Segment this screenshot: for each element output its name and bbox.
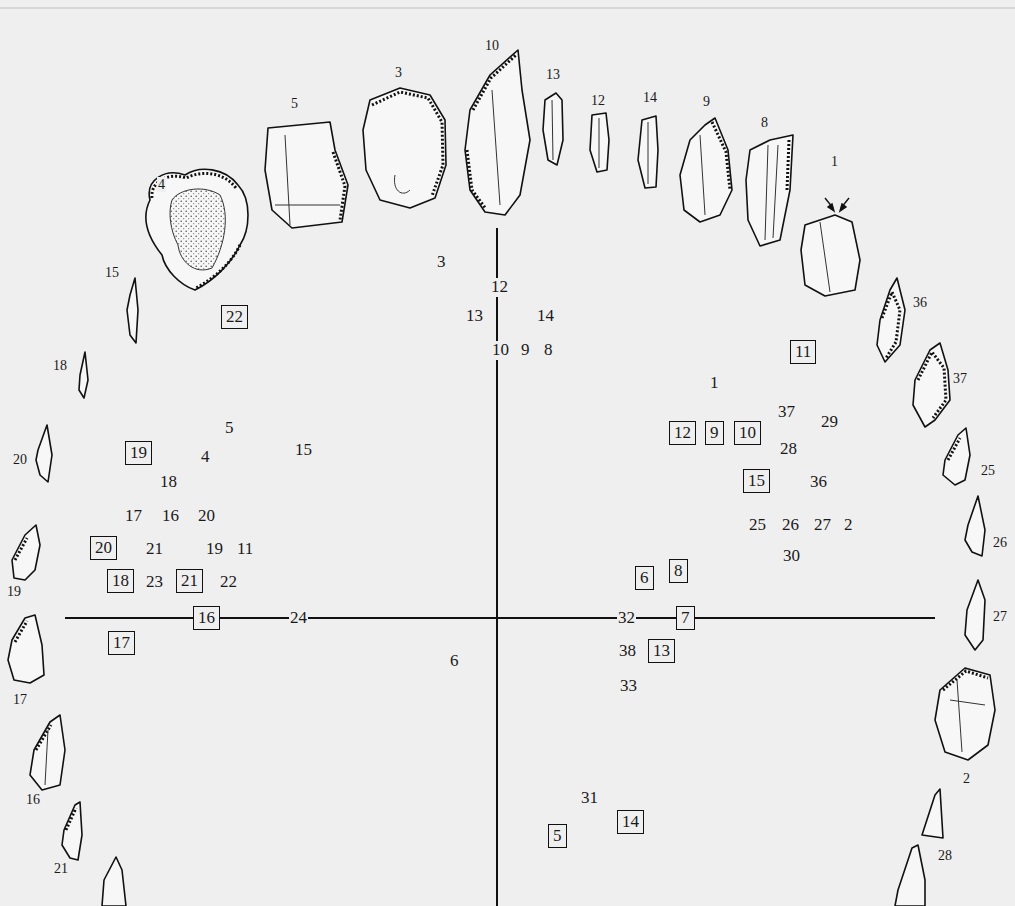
find-number: 14 xyxy=(536,307,555,326)
find-number: 28 xyxy=(779,440,798,459)
find-number: 13 xyxy=(465,307,484,326)
find-number: 37 xyxy=(777,403,796,422)
find-number: 1 xyxy=(709,374,720,393)
artifact-number: 15 xyxy=(104,265,120,280)
find-number: 22 xyxy=(226,307,243,326)
find-number: 21 xyxy=(181,571,198,590)
artifact-number: 18 xyxy=(52,358,68,373)
boxed-find-number: 6 xyxy=(635,566,654,590)
find-number: 12 xyxy=(490,278,509,297)
boxed-find-number: 12 xyxy=(669,421,696,445)
find-number: 12 xyxy=(674,423,691,442)
boxed-find-number: 11 xyxy=(790,340,816,364)
find-number: 32 xyxy=(617,609,636,628)
artifact-number: 1 xyxy=(830,154,839,169)
artifact-number: 19 xyxy=(6,584,22,599)
artifact-number: 27 xyxy=(992,609,1008,624)
artifact-number: 10 xyxy=(484,38,500,53)
artifact-number: 37 xyxy=(952,371,968,386)
find-number: 19 xyxy=(130,443,147,462)
find-number: 31 xyxy=(580,789,599,808)
find-number: 18 xyxy=(159,473,178,492)
artifact-number: 3 xyxy=(394,65,403,80)
find-number: 8 xyxy=(674,561,683,580)
artifact-number: 20 xyxy=(12,452,28,467)
artifact-number: 5 xyxy=(290,96,299,111)
find-number: 4 xyxy=(200,448,211,467)
find-number: 6 xyxy=(449,652,460,671)
find-number: 11 xyxy=(236,540,254,559)
find-number: 10 xyxy=(491,341,510,360)
find-number: 15 xyxy=(294,441,313,460)
find-number: 15 xyxy=(748,471,765,490)
artifact-number: 2 xyxy=(962,771,971,786)
artifact-number: 12 xyxy=(590,93,606,108)
boxed-find-number: 5 xyxy=(548,824,567,848)
find-number: 19 xyxy=(205,540,224,559)
find-number: 30 xyxy=(782,547,801,566)
find-number: 29 xyxy=(820,413,839,432)
find-number: 24 xyxy=(289,609,308,628)
find-number: 21 xyxy=(145,540,164,559)
find-number: 22 xyxy=(219,573,238,592)
find-number: 20 xyxy=(95,538,112,557)
artifact-number: 26 xyxy=(992,535,1008,550)
artifact-number: 13 xyxy=(545,67,561,82)
boxed-find-number: 10 xyxy=(734,421,761,445)
boxed-find-number: 19 xyxy=(125,441,152,465)
boxed-find-number: 13 xyxy=(648,639,675,663)
find-number: 16 xyxy=(198,608,215,627)
find-number: 20 xyxy=(197,507,216,526)
find-number: 9 xyxy=(520,341,531,360)
find-number: 38 xyxy=(618,642,637,661)
artifact-number: 9 xyxy=(702,94,711,109)
find-number: 6 xyxy=(640,568,649,587)
boxed-find-number: 9 xyxy=(705,421,724,445)
find-number: 36 xyxy=(809,473,828,492)
boxed-find-number: 18 xyxy=(107,569,134,593)
find-number: 23 xyxy=(145,573,164,592)
artifact-number: 4 xyxy=(157,177,166,192)
artifact-number: 17 xyxy=(12,692,28,707)
artifact-number: 16 xyxy=(25,792,41,807)
artifact-number: 25 xyxy=(980,463,996,478)
find-number: 3 xyxy=(436,253,447,272)
artifact-number: 14 xyxy=(642,90,658,105)
artifact-number: 28 xyxy=(937,848,953,863)
find-number: 26 xyxy=(781,516,800,535)
boxed-find-number: 17 xyxy=(108,631,135,655)
boxed-find-number: 15 xyxy=(743,469,770,493)
find-number: 5 xyxy=(224,419,235,438)
find-number: 11 xyxy=(795,342,811,361)
find-number: 25 xyxy=(748,516,767,535)
find-number: 5 xyxy=(553,826,562,845)
find-number: 8 xyxy=(543,341,554,360)
find-number: 16 xyxy=(161,507,180,526)
artifact-number: 21 xyxy=(53,861,69,876)
boxed-find-number: 22 xyxy=(221,305,248,329)
find-number: 9 xyxy=(710,423,719,442)
find-number: 17 xyxy=(113,633,130,652)
boxed-find-number: 8 xyxy=(669,559,688,583)
artifact-number: 36 xyxy=(912,295,928,310)
artifact-number: 8 xyxy=(760,115,769,130)
find-number: 10 xyxy=(739,423,756,442)
find-number: 2 xyxy=(843,516,854,535)
find-number: 27 xyxy=(813,516,832,535)
boxed-find-number: 7 xyxy=(676,606,695,630)
boxed-find-number: 16 xyxy=(193,606,220,630)
find-number: 18 xyxy=(112,571,129,590)
find-number: 33 xyxy=(619,677,638,696)
boxed-find-number: 21 xyxy=(176,569,203,593)
find-number: 17 xyxy=(124,507,143,526)
boxed-find-number: 14 xyxy=(617,810,644,834)
find-number: 7 xyxy=(681,608,690,627)
find-number: 14 xyxy=(622,812,639,831)
find-number: 13 xyxy=(653,641,670,660)
boxed-find-number: 20 xyxy=(90,536,117,560)
